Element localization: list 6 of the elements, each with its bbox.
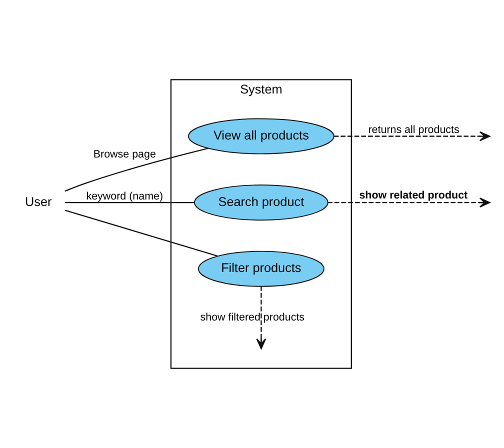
node-text: User bbox=[24, 194, 52, 209]
edge-label: returns all products bbox=[368, 124, 460, 136]
edge-label: show related product bbox=[359, 189, 468, 202]
edge-label: Browse page bbox=[93, 148, 156, 161]
edge-label: show filtered products bbox=[200, 311, 305, 324]
edge-label: keyword (name) bbox=[86, 190, 164, 202]
